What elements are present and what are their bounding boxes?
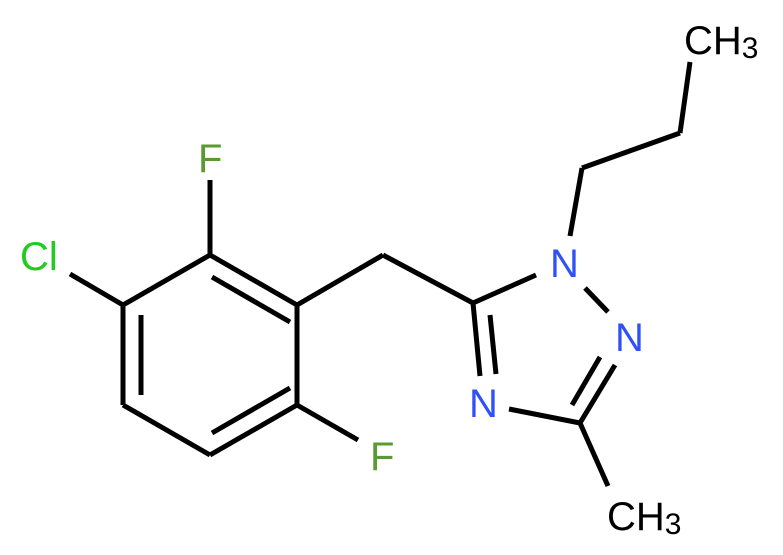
- bond-ring-ch2: [295, 252, 385, 308]
- bond: [121, 252, 212, 308]
- bond-c-cl: [68, 271, 125, 308]
- triazole-ring: [470, 272, 618, 426]
- atom-n1: N: [550, 242, 579, 286]
- bond: [487, 314, 499, 375]
- bond: [471, 272, 538, 306]
- bond-c3-methyl: [577, 421, 611, 488]
- bond: [210, 385, 292, 436]
- bond: [208, 252, 299, 308]
- bond: [569, 355, 603, 407]
- bond: [508, 406, 581, 426]
- bond-propyl: [581, 130, 681, 171]
- atom-ch3-bottom-subscript: 3: [665, 508, 682, 541]
- atom-f-top: F: [198, 137, 222, 181]
- bond-n1-propyl: [567, 167, 585, 237]
- atom-ch3-top-main: CH: [684, 19, 742, 63]
- bond: [470, 302, 483, 377]
- bond-propyl-ch3: [677, 61, 693, 134]
- bond: [210, 274, 292, 325]
- atom-ch3-top-subscript: 3: [742, 32, 759, 65]
- bond-c-f-bottom: [295, 402, 360, 443]
- atom-f-bottom: F: [370, 435, 394, 479]
- bond-ch2-triazole: [381, 252, 475, 306]
- atom-ch3-bottom-main: CH: [607, 495, 665, 539]
- atom-n4: N: [469, 382, 498, 426]
- bond: [577, 363, 618, 425]
- bond: [121, 402, 212, 458]
- atom-ch3-bottom: CH3: [607, 495, 681, 541]
- atom-cl: Cl: [20, 235, 58, 279]
- atom-n2: N: [615, 316, 644, 360]
- atom-ch3-top: CH3: [684, 19, 758, 65]
- bond: [208, 402, 299, 458]
- bond: [583, 286, 610, 314]
- benzene-ring: [120, 252, 300, 458]
